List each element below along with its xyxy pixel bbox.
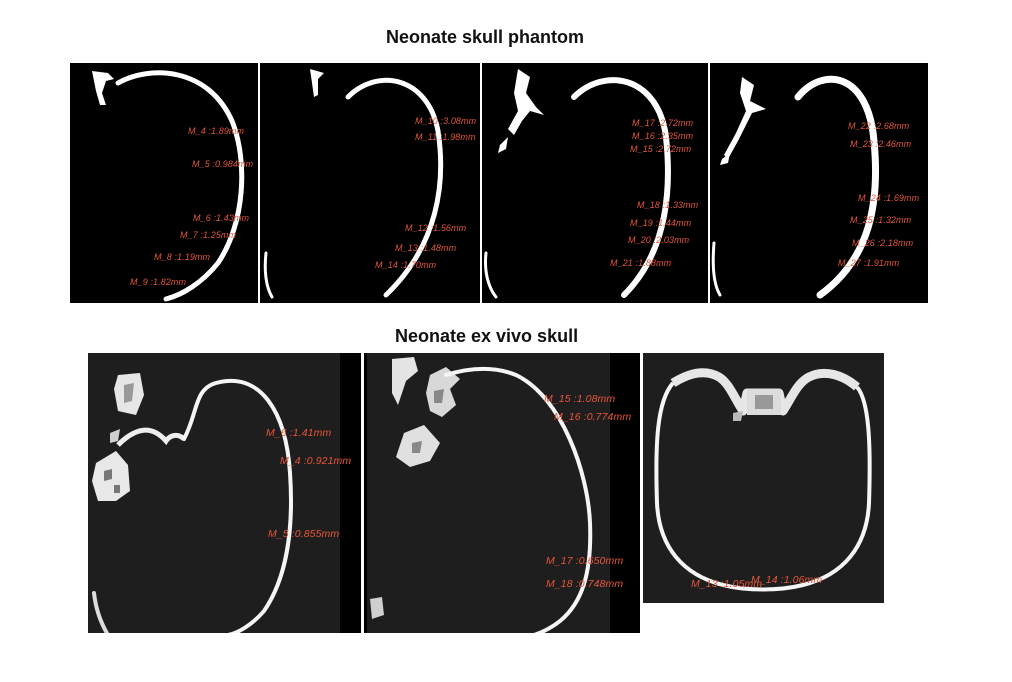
phantom-section-title: Neonate skull phantom [386,27,585,47]
measurement-label: M_16 :0.774mm [554,411,632,423]
measurement-label: M_6 :1.43mm [193,213,250,223]
measurement-label: M_4 :1.89mm [188,126,245,136]
phantom-ct-panel-2: M_10 :3.08mm M_11 :1.98mm M_12 :1.56mm M… [260,63,480,303]
phantom-ct-panel-3: M_17 :2.72mm M_16 :2.35mm M_15 :2.72mm M… [482,63,708,303]
measurement-label: M_27 :1.91mm [838,258,900,268]
measurement-label: M_24 :1.69mm [858,193,920,203]
measurement-label: M_17 :2.72mm [632,118,694,128]
measurement-label: M_15 :2.72mm [630,144,692,154]
measurement-label: M_10 :3.08mm [415,116,477,126]
phantom-skull-slice-3 [484,69,671,299]
phantom-ct-panel-1: M_4 :1.89mm M_5 :0.984mm M_6 :1.43mm M_7… [70,63,258,303]
exvivo-skull-slice-3 [643,353,884,603]
phantom-skull-slice-1 [92,70,245,302]
measurement-label: M_15 :1.08mm [544,393,616,405]
phantom-skull-slice-2 [263,69,444,299]
measurement-label: M_14 :1.70mm [375,260,437,270]
measurement-label: M_16 :2.35mm [632,131,694,141]
measurement-label: M_18 :1.33mm [637,200,699,210]
measurement-label: M_17 :0.650mm [546,555,624,567]
exvivo-ct-panel-2: M_15 :1.08mm M_16 :0.774mm M_17 :0.650mm… [364,353,640,633]
measurement-label: M_13 :1.48mm [395,243,457,253]
measurement-label: M_11 :1.98mm [415,132,476,142]
exvivo-ct-panel-1: M_6 :1.41mm M_4 :0.921mm M_5 :0.855mm [88,353,361,633]
exvivo-section-title: Neonate ex vivo skull [395,326,579,346]
exvivo-skull-slice-2 [364,353,640,633]
measurement-label: M_9 :1.82mm [130,277,187,287]
measurement-label: M_5 :0.984mm [192,159,254,169]
measurement-label: M_4 :0.921mm [280,455,352,467]
measurement-label: M_13 :1.05mm [691,578,763,590]
measurement-label: M_7 :1.25mm [180,230,237,240]
measurement-label: M_5 :0.855mm [268,528,340,540]
measurement-label: M_12 :1.56mm [405,223,467,233]
phantom-skull-slice-4 [711,75,880,299]
measurement-label: M_8 :1.19mm [154,252,211,262]
measurement-label: M_6 :1.41mm [266,427,332,439]
measurement-label: M_23 :2.46mm [850,139,912,149]
exvivo-skull-slice-1 [88,353,361,633]
measurement-label: M_22 :2.68mm [848,121,910,131]
measurement-label: M_18 :0.748mm [546,578,624,590]
measurement-label: M_21 :1.88mm [610,258,672,268]
phantom-ct-panel-4: M_22 :2.68mm M_23 :2.46mm M_24 :1.69mm M… [710,63,928,303]
measurement-label: M_20 :2.03mm [628,235,690,245]
measurement-label: M_19 :1.44mm [630,218,692,228]
exvivo-ct-panel-3: M_13 :1.05mm M_14 :1.06mm [643,353,884,603]
measurement-label: M_14 :1.06mm [751,574,823,586]
measurement-label: M_25 :1.32mm [850,215,912,225]
measurement-label: M_26 :2.18mm [852,238,914,248]
